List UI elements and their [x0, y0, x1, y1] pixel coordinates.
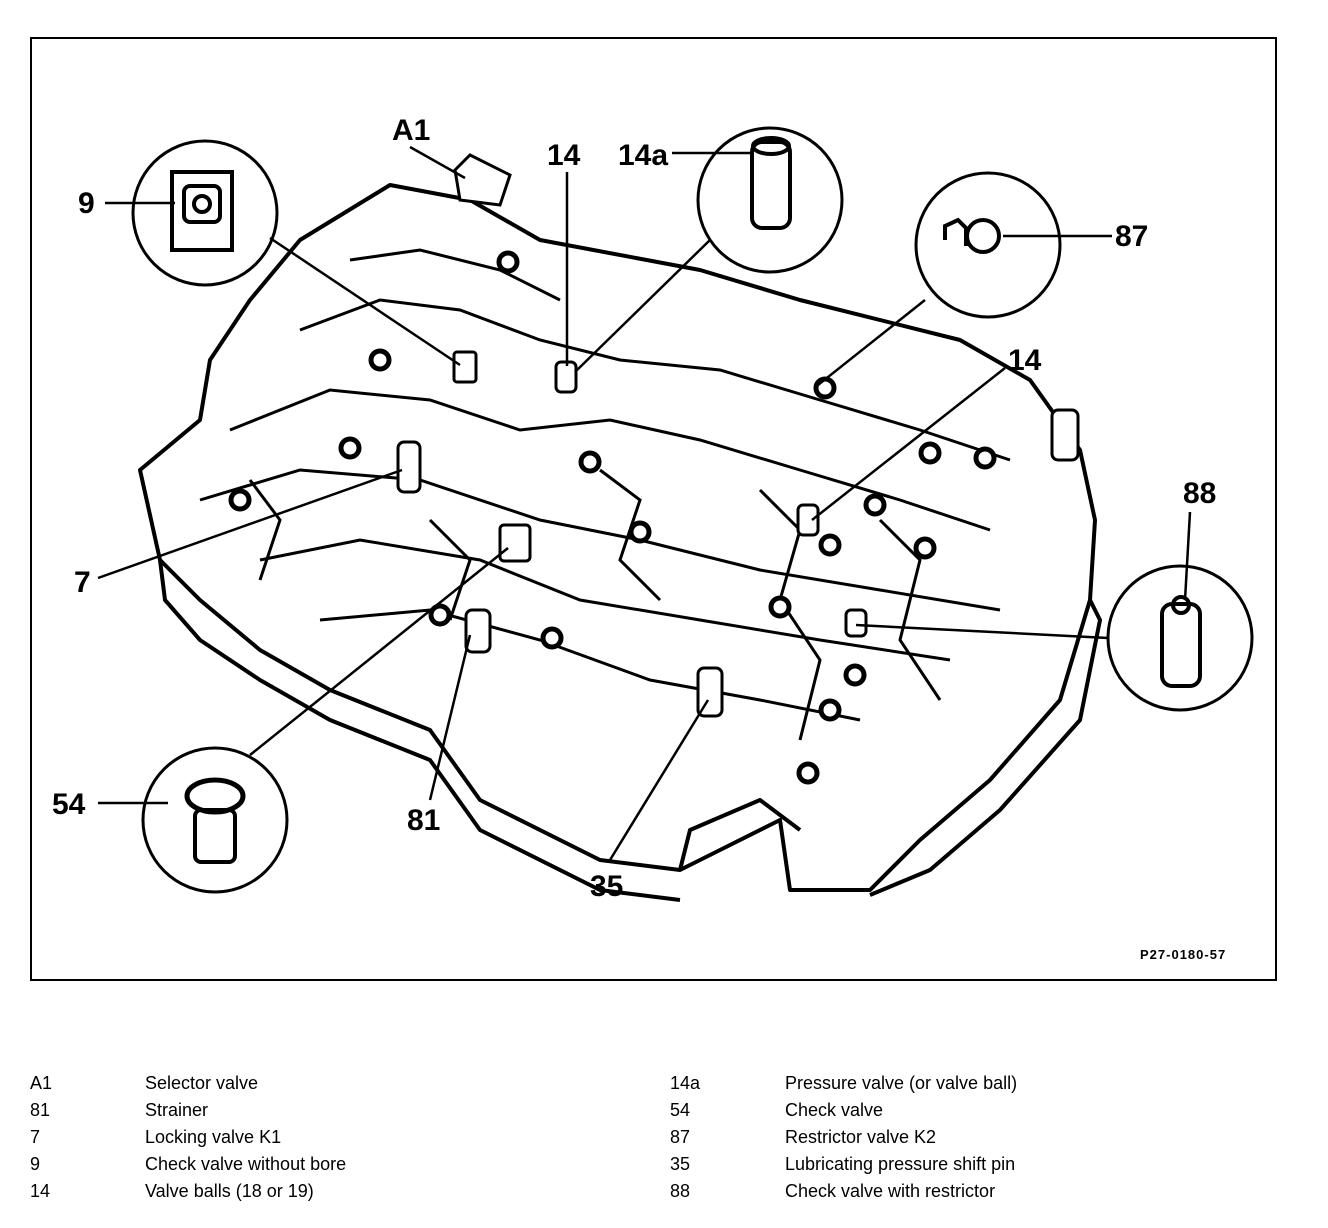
leader-lines	[97, 145, 1192, 861]
valve-body-diagram: A1 9 14 14a 87 14 88 7 54 81 35 P27-0180…	[52, 114, 1254, 962]
legend-desc: Lubricating pressure shift pin	[785, 1154, 1016, 1174]
detail-circle-88	[1106, 564, 1254, 712]
detail-circles	[131, 126, 1254, 894]
legend-desc: Pressure valve (or valve ball)	[785, 1073, 1018, 1093]
legend-code: 87	[670, 1127, 691, 1147]
valve-body	[138, 183, 1102, 902]
legend-desc: Check valve without bore	[145, 1154, 347, 1174]
callout-labels: A1 9 14 14a 87 14 88 7 54 81 35 P27-0180…	[52, 114, 1226, 962]
legend-row: 9 Check valve without bore 35 Lubricatin…	[0, 1151, 1328, 1178]
legend-code: 88	[670, 1181, 691, 1201]
legend-desc: Check valve with restrictor	[785, 1181, 996, 1201]
callout-88: 88	[1183, 477, 1216, 510]
detail-circle-14a	[696, 126, 844, 274]
callout-81: 81	[407, 804, 440, 837]
legend-row: A1 Selector valve 14a Pressure valve (or…	[0, 1070, 1328, 1097]
callout-87: 87	[1115, 220, 1148, 253]
detail-circle-87	[914, 171, 1062, 319]
legend-row: 14 Valve balls (18 or 19) 88 Check valve…	[0, 1178, 1328, 1205]
callout-14-top: 14	[547, 139, 581, 172]
legend-code: 35	[670, 1154, 691, 1174]
callout-a1: A1	[392, 114, 430, 147]
callout-14a: 14a	[618, 139, 668, 172]
figure-frame	[30, 37, 1277, 981]
legend-row: 81 Strainer 54 Check valve	[0, 1097, 1328, 1124]
legend-code: 7	[30, 1127, 41, 1147]
legend-row: 7 Locking valve K1 87 Restrictor valve K…	[0, 1124, 1328, 1151]
valve-components	[396, 153, 1080, 718]
detail-circle-54	[141, 746, 289, 894]
callout-35: 35	[590, 870, 623, 903]
legend-code: A1	[30, 1073, 53, 1093]
legend-desc: Locking valve K1	[145, 1127, 282, 1147]
legend-code: 14a	[670, 1073, 701, 1093]
callout-9: 9	[78, 187, 95, 220]
figure-reference: P27-0180-57	[1140, 947, 1226, 962]
legend-desc: Valve balls (18 or 19)	[145, 1181, 314, 1201]
legend-code: 81	[30, 1100, 51, 1120]
legend: A1 Selector valve 14a Pressure valve (or…	[0, 1070, 1328, 1220]
legend-desc: Restrictor valve K2	[785, 1127, 937, 1147]
legend-desc: Strainer	[145, 1100, 209, 1120]
callout-54: 54	[52, 788, 86, 821]
legend-code: 14	[30, 1181, 51, 1201]
callout-14-right: 14	[1008, 344, 1042, 377]
valve-body-holes	[228, 250, 997, 785]
legend-code: 54	[670, 1100, 691, 1120]
callout-7: 7	[74, 566, 91, 599]
legend-desc: Check valve	[785, 1100, 884, 1120]
legend-desc: Selector valve	[145, 1073, 259, 1093]
legend-code: 9	[30, 1154, 41, 1174]
